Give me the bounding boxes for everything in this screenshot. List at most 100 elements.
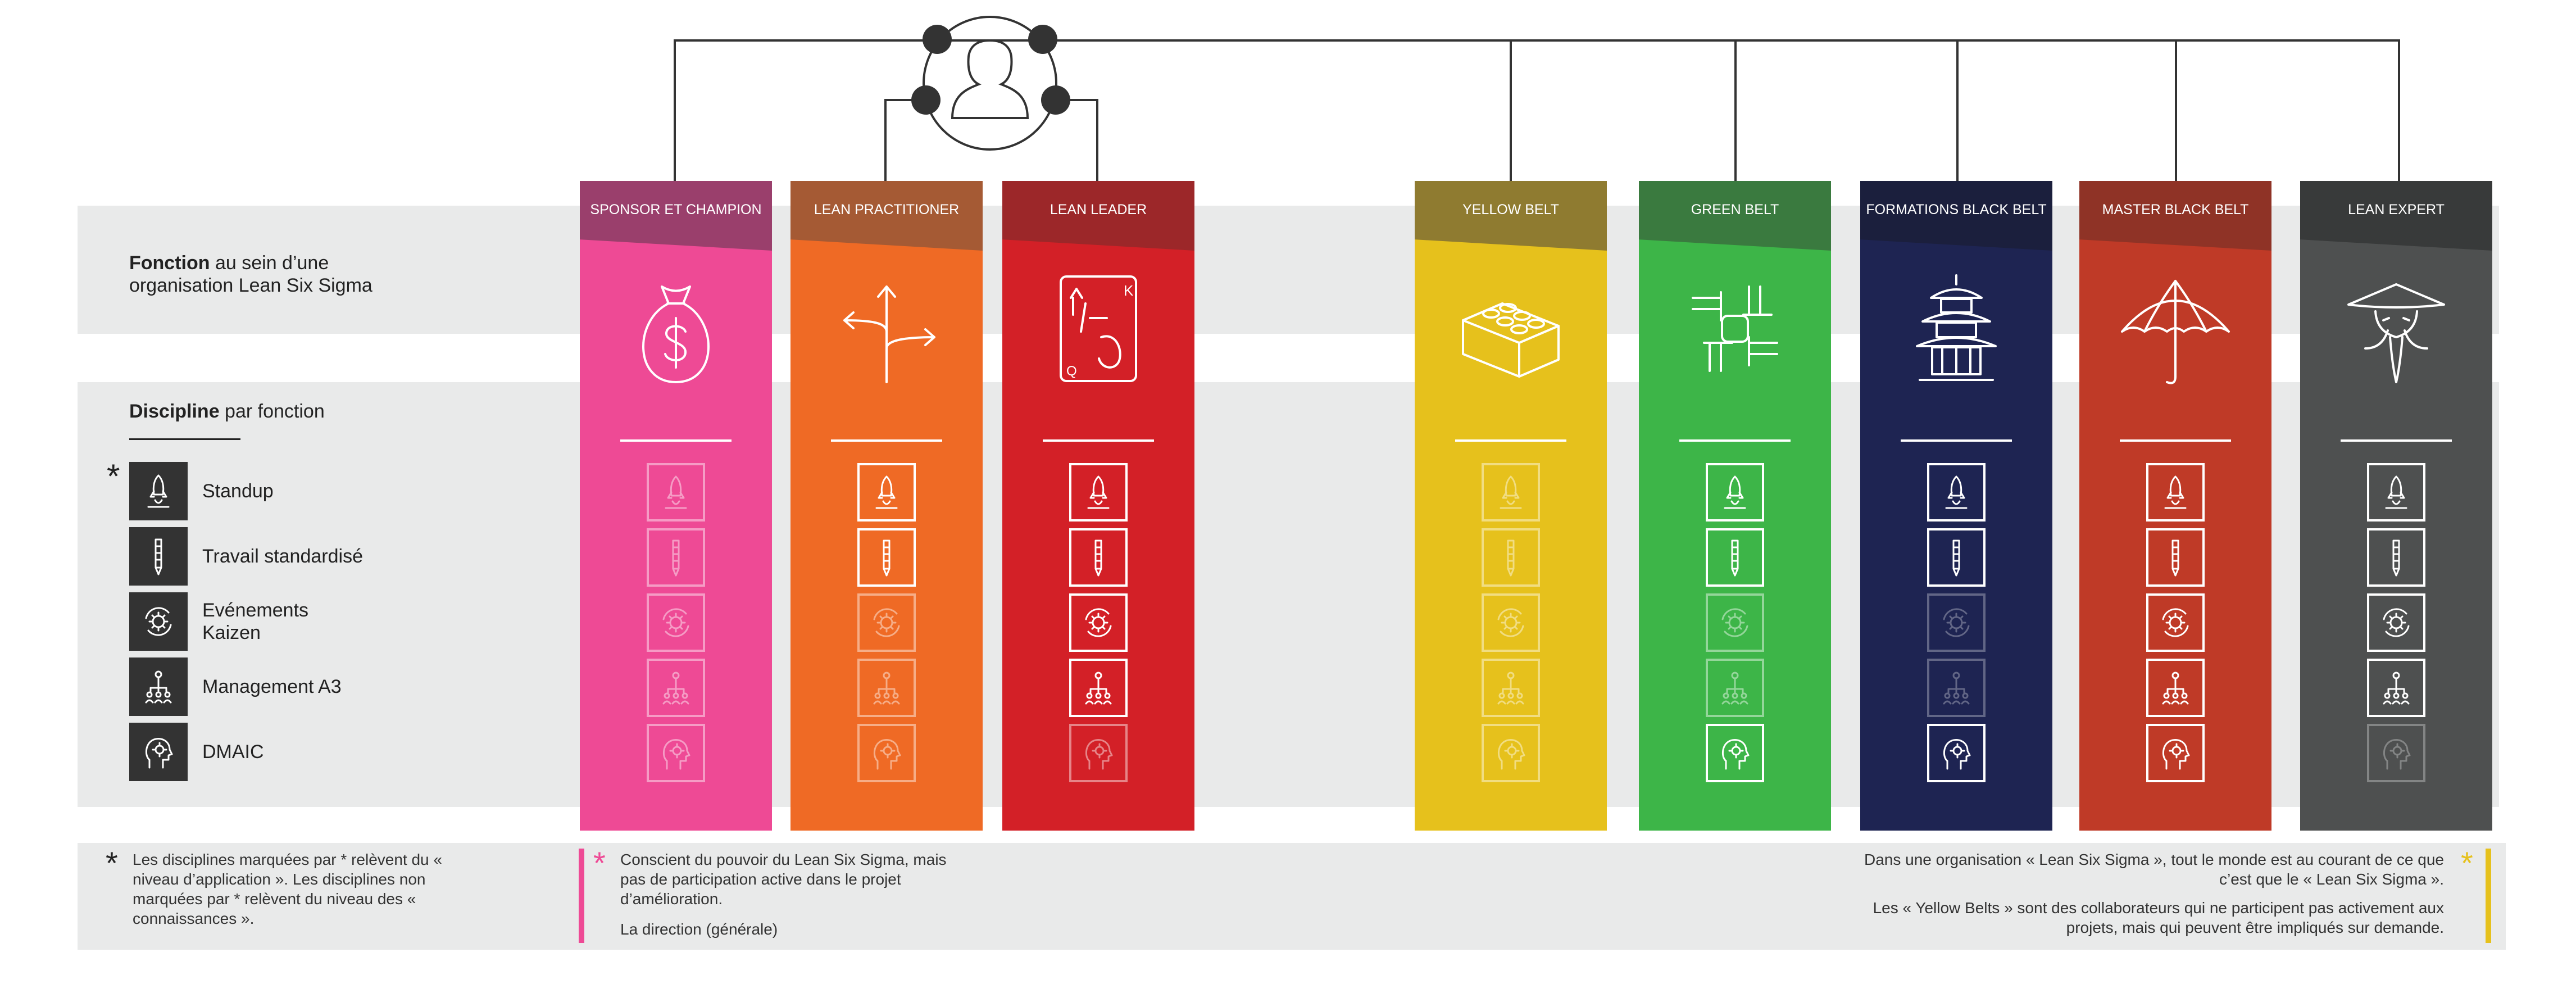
role-header: LEAN EXPERT: [2300, 181, 2492, 251]
discipline-pencil-cell: [2367, 528, 2425, 587]
discipline-rocket-cell: [647, 463, 705, 522]
notes-right-caption: Les « Yellow Belts » sont des collaborat…: [1873, 899, 2444, 936]
discipline-gear-cycle-cell: [1069, 593, 1128, 652]
svg-text:Q: Q: [1066, 364, 1077, 379]
role-title: LEAN LEADER: [1050, 202, 1147, 217]
role-divider: [1679, 439, 1791, 442]
discipline-gear-cycle-cell: [1482, 593, 1540, 652]
connector-nodes: [911, 25, 1070, 115]
notes-band: [78, 843, 2506, 950]
discipline-head-gear-cell: [1069, 724, 1128, 782]
pagoda-icon: [1892, 264, 2021, 393]
notes-right: Dans une organisation « Lean Six Sigma »…: [1864, 851, 2444, 888]
role-divider: [831, 439, 942, 442]
lego-brick-icon: [1446, 264, 1575, 393]
legend-item-label: DMAIC: [202, 741, 264, 763]
pencil-icon: [129, 527, 188, 586]
discipline-gear-cycle-cell: [647, 593, 705, 652]
discipline-rocket-cell: [1706, 463, 1764, 522]
role-divider: [1901, 439, 2012, 442]
role-title: GREEN BELT: [1691, 202, 1779, 217]
discipline-gear-cycle-cell: [2367, 593, 2425, 652]
discipline-head-gear-cell: [1482, 724, 1540, 782]
discipline-rocket-cell: [1069, 463, 1128, 522]
notes-right-star: *: [2461, 845, 2473, 881]
discipline-rocket-cell: [857, 463, 916, 522]
discipline-team-hierarchy-cell: [1482, 659, 1540, 717]
role-header: FORMATIONS BLACK BELT: [1860, 181, 2052, 251]
notes-right-accent-bar: [2486, 849, 2491, 943]
role-header: LEAN LEADER: [1002, 181, 1194, 251]
role-divider: [2341, 439, 2452, 442]
discipline-head-gear-cell: [1927, 724, 1986, 782]
discipline-team-hierarchy-cell: [2146, 659, 2205, 717]
legend-star: *: [107, 457, 120, 495]
role-header: SPONSOR ET CHAMPION: [580, 181, 772, 251]
discipline-gear-cycle-cell: [2146, 593, 2205, 652]
role-header: LEAN PRACTITIONER: [790, 181, 983, 251]
notes-mid-caption: La direction (générale): [620, 920, 778, 938]
discipline-rocket-cell: [2367, 463, 2425, 522]
role-column-1: SPONSOR ET CHAMPION: [580, 181, 772, 831]
role-column-7: MASTER BLACK BELT: [2079, 181, 2271, 831]
notes-mid-accent-bar: [579, 849, 584, 943]
discipline-pencil-cell: [857, 528, 916, 587]
notes-left-star: *: [106, 845, 118, 881]
discipline-label: Discipline par fonction: [129, 401, 325, 422]
role-divider: [620, 439, 732, 442]
discipline-team-hierarchy-cell: [647, 659, 705, 717]
legend-item-label: Evénements Kaizen: [202, 600, 308, 643]
role-column-2: LEAN PRACTITIONER: [790, 181, 983, 831]
split-arrows-icon: [822, 264, 951, 393]
legend-item-label: Standup: [202, 480, 274, 502]
role-title: SPONSOR ET CHAMPION: [590, 202, 762, 217]
discipline-pencil-cell: [1927, 528, 1986, 587]
fonction-label: Fonction au sein d’une organisation Lean…: [129, 252, 372, 296]
discipline-head-gear-cell: [2146, 724, 2205, 782]
umbrella-icon: [2111, 264, 2240, 393]
legend-item-label: Travail standardisé: [202, 546, 363, 567]
discipline-pencil-cell: [1069, 528, 1128, 587]
role-divider: [1455, 439, 1566, 442]
gear-cycle-icon: [129, 592, 188, 651]
discipline-head-gear-cell: [857, 724, 916, 782]
discipline-team-hierarchy-cell: [1927, 659, 1986, 717]
role-column-6: FORMATIONS BLACK BELT: [1860, 181, 2052, 831]
svg-text:K: K: [1124, 282, 1134, 299]
role-header: GREEN BELT: [1639, 181, 1831, 251]
notes-mid: Conscient du pouvoir du Lean Six Sigma, …: [620, 851, 947, 908]
role-title: MASTER BLACK BELT: [2102, 202, 2249, 217]
sage-icon: [2332, 264, 2461, 393]
team-hierarchy-icon: [129, 657, 188, 716]
discipline-team-hierarchy-cell: [1706, 659, 1764, 717]
discipline-team-hierarchy-cell: [2367, 659, 2425, 717]
hands-circle-icon: [1670, 264, 1800, 393]
money-bag-icon: [611, 264, 740, 393]
discipline-rocket-cell: [1482, 463, 1540, 522]
legend-item-label: Management A3: [202, 676, 342, 697]
org-connector-lines: [674, 16, 2400, 182]
role-header: MASTER BLACK BELT: [2079, 181, 2271, 251]
discipline-gear-cycle-cell: [1706, 593, 1764, 652]
discipline-divider: [129, 438, 240, 440]
discipline-pencil-cell: [647, 528, 705, 587]
discipline-pencil-cell: [1482, 528, 1540, 587]
discipline-head-gear-cell: [2367, 724, 2425, 782]
discipline-pencil-cell: [2146, 528, 2205, 587]
notes-mid-star: *: [593, 845, 606, 881]
discipline-gear-cycle-cell: [857, 593, 916, 652]
discipline-team-hierarchy-cell: [857, 659, 916, 717]
rocket-icon: [129, 462, 188, 520]
discipline-rocket-cell: [2146, 463, 2205, 522]
role-title: FORMATIONS BLACK BELT: [1866, 202, 2047, 217]
discipline-rocket-cell: [1927, 463, 1986, 522]
notes-left: Les disciplines marquées par * relèvent …: [133, 851, 442, 927]
discipline-team-hierarchy-cell: [1069, 659, 1128, 717]
role-title: LEAN PRACTITIONER: [814, 202, 960, 217]
discipline-head-gear-cell: [647, 724, 705, 782]
role-header: YELLOW BELT: [1415, 181, 1607, 251]
discipline-gear-cycle-cell: [1927, 593, 1986, 652]
discipline-pencil-cell: [1706, 528, 1764, 587]
